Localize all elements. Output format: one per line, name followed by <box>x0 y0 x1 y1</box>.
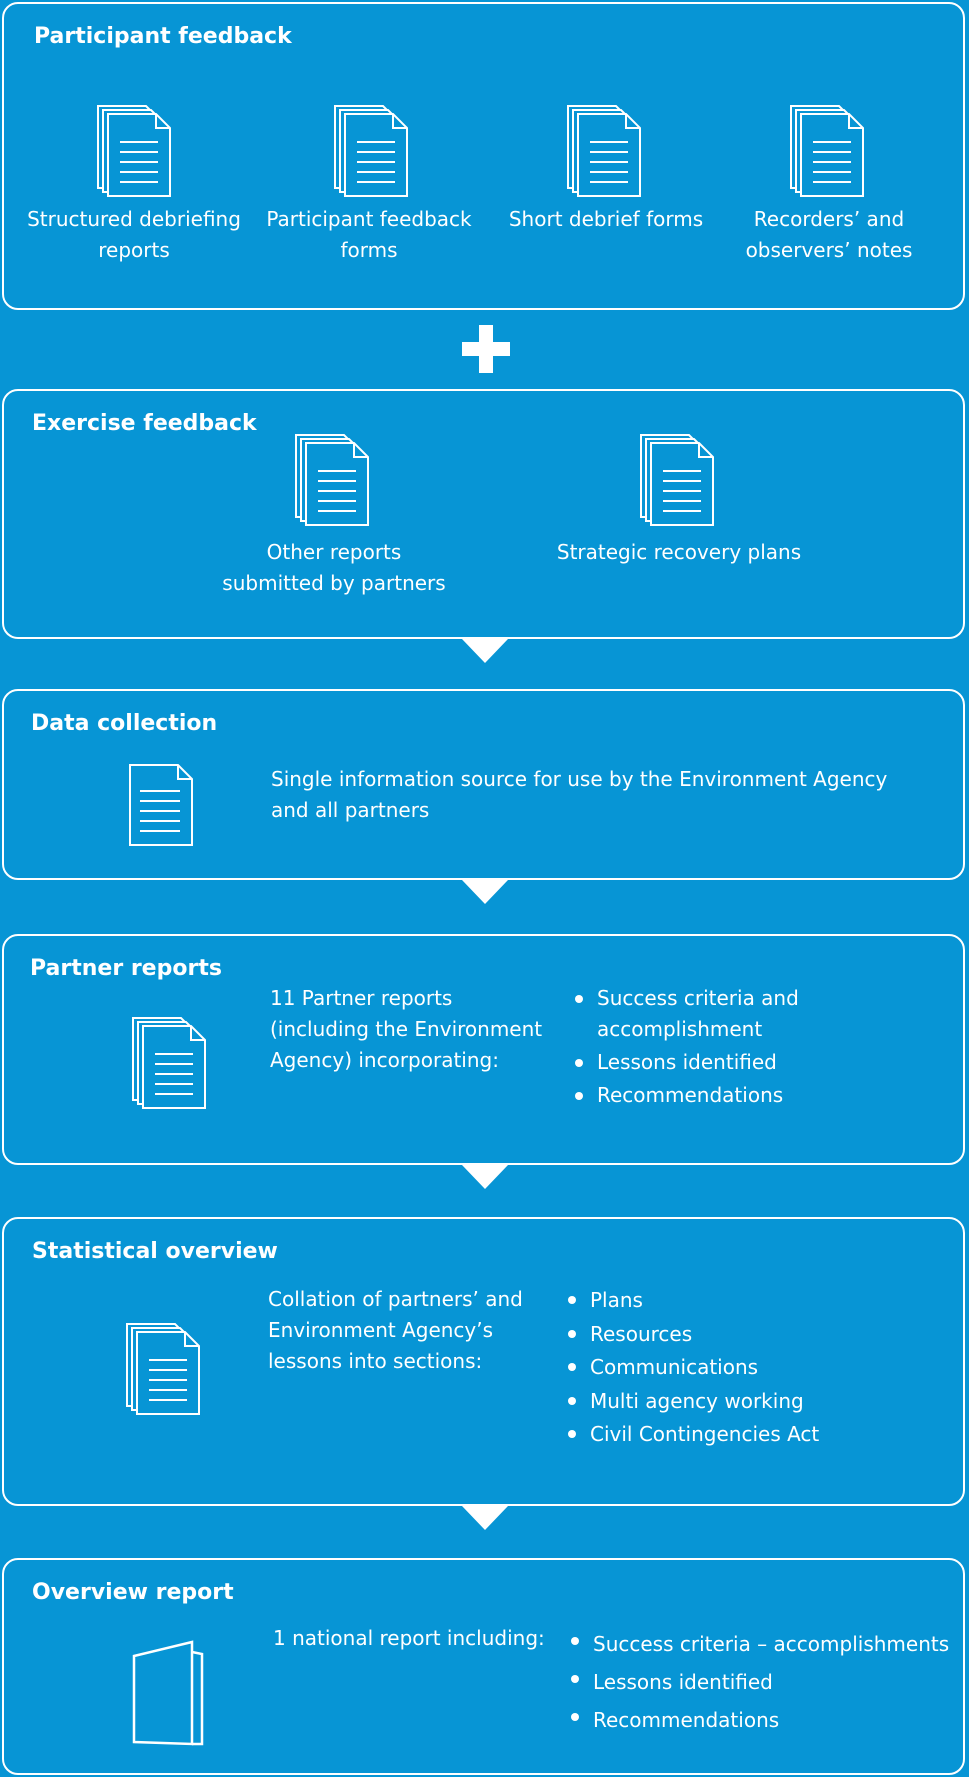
document-stack-icon <box>334 105 408 197</box>
overview-report-bullets: Success criteria – accomplishments Lesso… <box>571 1625 949 1739</box>
participant-item-4: Recorders’ and observers’ notes <box>745 207 913 262</box>
participant-item-2: Participant feedback forms <box>266 207 472 262</box>
data-collection-title: Data collection <box>31 711 218 736</box>
statistical-overview-text: Collation of partners’ and Environment A… <box>268 1287 523 1373</box>
partner-reports-text: 11 Partner reports (including the Enviro… <box>270 986 543 1072</box>
list-item: Multi agency working <box>568 1385 819 1419</box>
statistical-overview-title: Statistical overview <box>32 1239 278 1264</box>
document-stack-icon <box>567 105 641 197</box>
list-item: Lessons identified <box>575 1047 799 1078</box>
exercise-item-2: Strategic recovery plans <box>556 540 802 564</box>
document-icon <box>129 764 193 846</box>
document-stack-icon <box>126 1323 200 1415</box>
exercise-item-1: Other reports submitted by partners <box>222 540 446 595</box>
plus-icon <box>462 325 510 373</box>
participant-item-1: Structured debriefing reports <box>27 207 241 262</box>
list-item: Communications <box>568 1351 819 1385</box>
list-item: Resources <box>568 1318 819 1352</box>
document-stack-icon <box>640 434 714 526</box>
document-stack-icon <box>97 105 171 197</box>
exercise-feedback-title: Exercise feedback <box>32 411 257 436</box>
participant-feedback-title: Participant feedback <box>34 24 292 49</box>
list-item: Success criteria – accomplishments <box>571 1625 949 1663</box>
partner-reports-panel: Partner reports 11 Partner reports (incl… <box>2 934 965 1165</box>
statistical-overview-bullets: Plans Resources Communications Multi age… <box>568 1284 819 1452</box>
document-stack-icon <box>295 434 369 526</box>
list-item: Civil Contingencies Act <box>568 1418 819 1452</box>
list-item: Recommendations <box>571 1701 949 1739</box>
document-stack-icon <box>790 105 864 197</box>
list-item: Plans <box>568 1284 819 1318</box>
list-item: Success criteria and accomplishment <box>575 983 799 1045</box>
partner-reports-title: Partner reports <box>30 956 222 981</box>
participant-item-3: Short debrief forms <box>508 207 704 231</box>
data-collection-text: Single information source for use by the… <box>271 767 888 822</box>
overview-report-text: 1 national report including: <box>273 1626 545 1650</box>
exercise-feedback-panel: Exercise feedback Other reports submitte… <box>2 389 965 639</box>
overview-report-panel: Overview report 1 national report includ… <box>2 1558 965 1775</box>
arrow-down-icon <box>462 1506 508 1530</box>
arrow-down-icon <box>462 1165 508 1189</box>
booklet-icon <box>132 1640 204 1746</box>
overview-report-title: Overview report <box>32 1580 234 1605</box>
arrow-down-icon <box>462 639 508 663</box>
document-stack-icon <box>132 1017 206 1109</box>
statistical-overview-panel: Statistical overview Collation of partne… <box>2 1217 965 1506</box>
data-collection-panel: Data collection Single information sourc… <box>2 689 965 880</box>
arrow-down-icon <box>462 880 508 904</box>
list-item: Lessons identified <box>571 1663 949 1701</box>
partner-reports-bullets: Success criteria and accomplishment Less… <box>575 983 799 1111</box>
list-item: Recommendations <box>575 1080 799 1111</box>
participant-feedback-panel: Participant feedback Structured debriefi… <box>2 2 965 310</box>
